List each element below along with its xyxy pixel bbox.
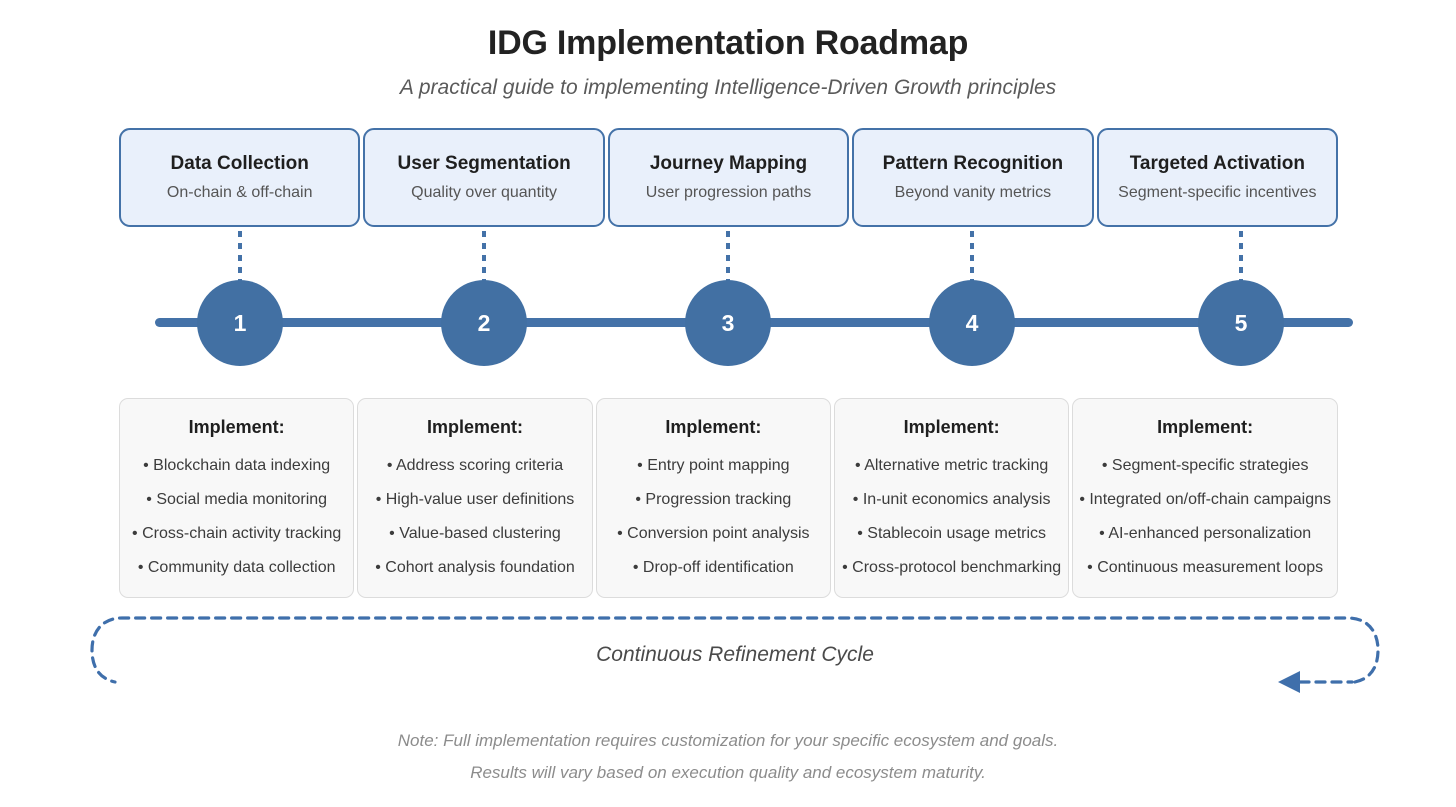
connector-line-3 — [726, 231, 730, 283]
list-item: • AI-enhanced personalization — [1099, 524, 1312, 542]
implement-heading: Implement: — [1157, 417, 1254, 437]
phase-subtitle: Quality over quantity — [411, 184, 558, 202]
phase-card-3[interactable]: Journey Mapping User progression paths — [607, 128, 850, 227]
implement-card-5[interactable]: Implement: • Segment-specific strategies… — [1072, 398, 1338, 598]
list-item: • In-unit economics analysis — [852, 490, 1051, 508]
connector-line-5 — [1239, 231, 1243, 283]
list-item: • Integrated on/off-chain campaigns — [1079, 490, 1331, 508]
list-item: • Stablecoin usage metrics — [857, 524, 1047, 542]
phase-card-1[interactable]: Data Collection On-chain & off-chain — [119, 128, 361, 227]
list-item: • Address scoring criteria — [386, 456, 564, 474]
timeline-node-number: 1 — [233, 309, 247, 336]
footer-notes: Note: Full implementation requires custo… — [0, 725, 1456, 790]
phase-subtitle: Segment-specific incentives — [1118, 184, 1317, 202]
page-title: IDG Implementation Roadmap — [487, 24, 969, 62]
connector-line-4 — [970, 231, 974, 283]
implement-list: • Blockchain data indexing • Social medi… — [124, 456, 349, 578]
list-item: • Cross-chain activity tracking — [132, 524, 342, 542]
list-item: • Progression tracking — [635, 490, 792, 508]
list-item: • Blockchain data indexing — [143, 456, 331, 474]
implement-card-1[interactable]: Implement: • Blockchain data indexing • … — [119, 398, 355, 598]
connector-line-1 — [238, 231, 242, 283]
timeline-node-number: 5 — [1234, 309, 1248, 336]
list-item: • Value-based clustering — [389, 524, 561, 542]
phase-title: Targeted Activation — [1129, 152, 1305, 174]
list-item: • Alternative metric tracking — [855, 456, 1049, 474]
timeline-node-number: 2 — [477, 309, 491, 336]
phase-title: Journey Mapping — [649, 152, 808, 174]
timeline-node-3[interactable]: 3 — [685, 280, 771, 366]
phase-subtitle: Beyond vanity metrics — [894, 184, 1052, 202]
list-item: • Social media monitoring — [146, 490, 328, 508]
cycle-loop-arrow-icon — [90, 616, 1380, 693]
phase-title: User Segmentation — [397, 152, 571, 174]
list-item: • Entry point mapping — [637, 456, 790, 474]
implement-card-2[interactable]: Implement: • Address scoring criteria • … — [357, 398, 593, 598]
list-item: • Community data collection — [137, 559, 336, 577]
implement-card-4[interactable]: Implement: • Alternative metric tracking… — [833, 398, 1070, 598]
note-line-1: Note: Full implementation requires custo… — [397, 731, 1059, 750]
timeline-node-4[interactable]: 4 — [929, 280, 1015, 366]
phase-card-5[interactable]: Targeted Activation Segment-specific inc… — [1096, 128, 1339, 227]
list-item: • Cohort analysis foundation — [375, 559, 575, 577]
phase-subtitle: User progression paths — [645, 184, 812, 202]
phase-card-4[interactable]: Pattern Recognition Beyond vanity metric… — [852, 128, 1094, 227]
phase-title: Data Collection — [170, 152, 309, 174]
header: IDG Implementation Roadmap A practical g… — [0, 0, 1456, 100]
list-item: • Drop-off identification — [632, 559, 794, 577]
list-item: • Segment-specific strategies — [1101, 456, 1309, 474]
page-subtitle: A practical guide to implementing Intell… — [399, 76, 1057, 100]
phase-card-2[interactable]: User Segmentation Quality over quantity — [363, 128, 605, 227]
connector-line-2 — [482, 231, 486, 283]
list-item: • Continuous measurement loops — [1087, 559, 1324, 577]
timeline-node-number: 4 — [965, 309, 979, 336]
phase-title: Pattern Recognition — [882, 152, 1064, 174]
timeline-node-1[interactable]: 1 — [197, 280, 283, 366]
timeline-node-5[interactable]: 5 — [1198, 280, 1284, 366]
timeline-node-number: 3 — [721, 309, 735, 336]
list-item: • High-value user definitions — [375, 490, 575, 508]
continuous-refinement-cycle: Continuous Refinement Cycle — [90, 606, 1380, 701]
list-item: • Cross-protocol benchmarking — [842, 559, 1062, 577]
implement-heading: Implement: — [903, 417, 1000, 437]
timeline-node-2[interactable]: 2 — [441, 280, 527, 366]
implement-list: • Alternative metric tracking • In-unit … — [839, 456, 1064, 578]
implement-list: • Entry point mapping • Progression trac… — [601, 456, 826, 578]
implement-heading: Implement: — [188, 417, 285, 437]
phase-subtitle: On-chain & off-chain — [166, 184, 313, 202]
implement-heading: Implement: — [426, 417, 523, 437]
implement-heading: Implement: — [665, 417, 762, 437]
cycle-label: Continuous Refinement Cycle — [596, 643, 874, 666]
implement-card-3[interactable]: Implement: • Entry point mapping • Progr… — [595, 398, 831, 598]
implement-list: • Segment-specific strategies • Integrat… — [1077, 456, 1333, 578]
phase-card-row: Data Collection On-chain & off-chain Use… — [119, 128, 1339, 227]
list-item: • Conversion point analysis — [617, 524, 810, 542]
implement-card-row: Implement: • Blockchain data indexing • … — [119, 398, 1338, 598]
implement-list: • Address scoring criteria • High-value … — [362, 456, 587, 578]
note-line-2: Results will vary based on execution qua… — [470, 763, 986, 783]
